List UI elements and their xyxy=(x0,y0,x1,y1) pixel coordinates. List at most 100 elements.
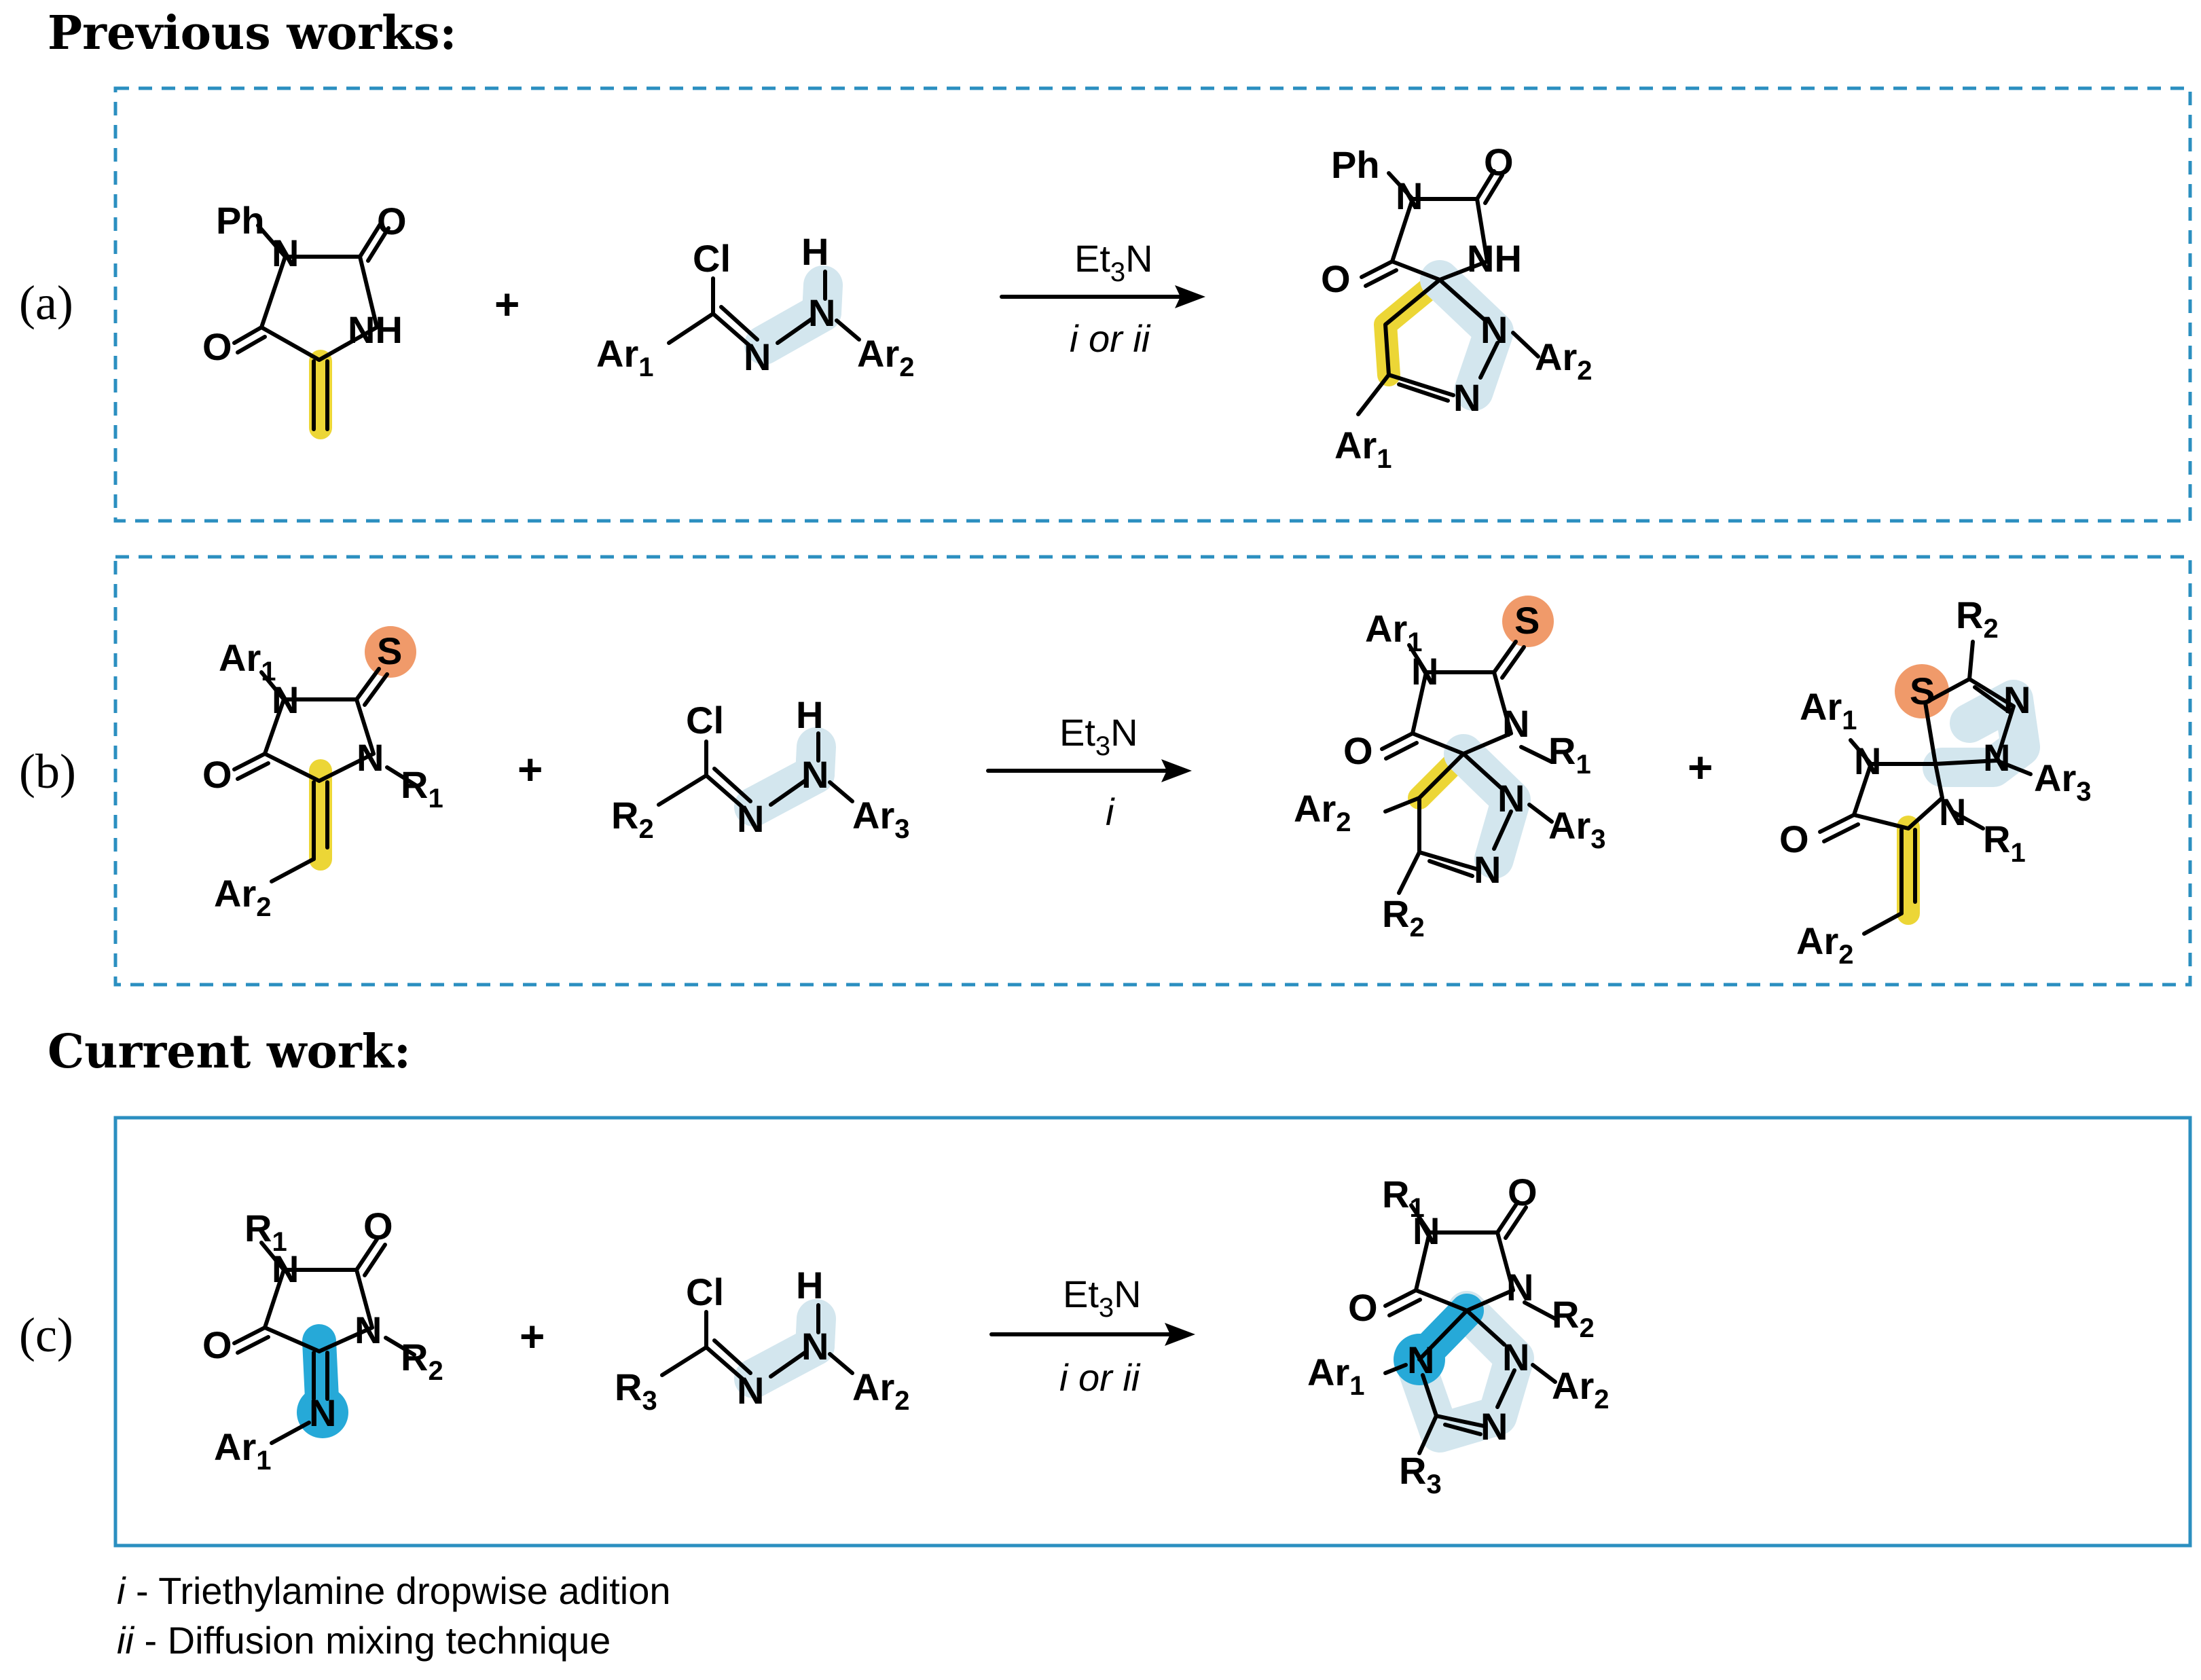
svg-text:O: O xyxy=(1508,1171,1538,1213)
svg-text:O: O xyxy=(377,200,407,242)
svg-text:Ar2: Ar2 xyxy=(1796,919,1853,970)
svg-text:N: N xyxy=(801,753,829,796)
svg-text:S: S xyxy=(377,629,402,672)
svg-text:Et3N: Et3N xyxy=(1063,1273,1142,1323)
panel-a-hydrazonoyl-chloride: Cl H Ar1 N N Ar2 xyxy=(596,230,914,382)
svg-text:N: N xyxy=(272,1247,299,1290)
svg-text:R1: R1 xyxy=(1548,729,1591,780)
svg-text:R1: R1 xyxy=(1382,1173,1425,1223)
svg-text:H: H xyxy=(796,693,823,736)
svg-text:S: S xyxy=(1910,670,1935,712)
svg-text:N: N xyxy=(272,678,299,721)
panel-c-label: (c) xyxy=(19,1308,73,1362)
svg-text:N: N xyxy=(1474,848,1501,891)
svg-text:S: S xyxy=(1514,599,1540,642)
svg-text:R1: R1 xyxy=(1983,818,2026,868)
svg-text:Ar1: Ar1 xyxy=(1800,685,1857,735)
svg-text:R3: R3 xyxy=(1399,1449,1442,1499)
svg-text:N: N xyxy=(744,335,771,378)
svg-text:O: O xyxy=(202,325,232,368)
panel-b-frame xyxy=(113,555,2192,987)
panel-b-hydrazonoyl-chloride: Cl H R2 N N Ar3 xyxy=(611,693,909,844)
svg-text:N: N xyxy=(1413,1209,1440,1252)
svg-text:NH: NH xyxy=(1467,237,1522,280)
svg-text:O: O xyxy=(1343,729,1373,772)
svg-text:N: N xyxy=(357,736,384,779)
svg-text:R1: R1 xyxy=(401,763,443,814)
svg-text:R2: R2 xyxy=(1382,892,1425,943)
svg-text:Ar1: Ar1 xyxy=(214,1425,271,1476)
panel-c-frame xyxy=(113,1116,2192,1548)
panel-b-label: (b) xyxy=(19,744,76,799)
svg-text:N: N xyxy=(1506,1266,1533,1309)
svg-text:O: O xyxy=(1484,141,1514,183)
svg-text:Et3N: Et3N xyxy=(1074,237,1153,287)
svg-text:N: N xyxy=(272,232,299,274)
svg-text:H: H xyxy=(801,230,829,273)
svg-text:N: N xyxy=(801,1325,829,1368)
panel-b-reaction-arrow: Et3N i xyxy=(986,711,1192,833)
svg-text:N: N xyxy=(1396,175,1423,217)
svg-text:N: N xyxy=(1502,1336,1529,1378)
svg-text:i or ii: i or ii xyxy=(1059,1356,1141,1399)
svg-text:N: N xyxy=(1411,650,1438,693)
svg-text:O: O xyxy=(363,1205,393,1247)
panel-a-label: (a) xyxy=(19,276,73,330)
panel-a-frame xyxy=(113,86,2192,523)
svg-text:O: O xyxy=(202,753,232,796)
panel-b-plus-2: + xyxy=(1688,743,1713,792)
svg-text:Ar3: Ar3 xyxy=(1548,804,1605,854)
svg-text:O: O xyxy=(1779,818,1809,860)
svg-text:N: N xyxy=(737,1369,764,1412)
svg-text:N: N xyxy=(1480,308,1508,351)
panel-a-reaction-arrow: Et3N i or ii xyxy=(1000,237,1205,360)
svg-text:Ph: Ph xyxy=(1331,143,1380,186)
svg-text:R2: R2 xyxy=(1552,1293,1595,1343)
footnote-ii: ii - Diffusion mixing technique xyxy=(117,1619,611,1662)
svg-text:Ar1: Ar1 xyxy=(1307,1351,1364,1401)
svg-text:NH: NH xyxy=(348,308,403,351)
heading-current-work: Current work: xyxy=(48,1025,411,1079)
svg-text:O: O xyxy=(202,1323,232,1366)
svg-text:Cl: Cl xyxy=(686,699,724,742)
footnote-i: i - Triethylamine dropwise adition xyxy=(117,1569,670,1612)
svg-text:N: N xyxy=(1407,1338,1434,1381)
svg-text:O: O xyxy=(1348,1286,1378,1329)
panel-c-hydrazonoyl-chloride: Cl H R3 N N Ar2 xyxy=(615,1264,909,1416)
panel-b-reactant-thiohydantoin: S Ar1 N O N R1 Ar2 xyxy=(202,626,443,922)
svg-text:Ar3: Ar3 xyxy=(2034,756,2091,807)
svg-text:N: N xyxy=(1480,1405,1508,1448)
panel-c-product-spiro-triazoline: R1 O N O N R2 N Ar1 N Ar2 N R3 xyxy=(1307,1171,1609,1499)
svg-text:Ar2: Ar2 xyxy=(857,332,914,382)
svg-text:N: N xyxy=(309,1391,336,1434)
svg-text:N: N xyxy=(2003,678,2031,721)
svg-text:Ar2: Ar2 xyxy=(1294,787,1351,837)
svg-text:Ar1: Ar1 xyxy=(1334,424,1391,474)
svg-text:N: N xyxy=(1983,736,2010,779)
svg-text:Et3N: Et3N xyxy=(1059,711,1138,761)
panel-a-plus-1: + xyxy=(494,280,520,329)
svg-text:Ar2: Ar2 xyxy=(214,872,271,922)
svg-text:i: i xyxy=(1106,790,1115,833)
svg-text:Ar1: Ar1 xyxy=(1365,607,1422,657)
svg-text:i or ii: i or ii xyxy=(1070,317,1151,360)
svg-text:R1: R1 xyxy=(244,1207,287,1257)
panel-c-reaction-arrow: Et3N i or ii xyxy=(989,1273,1195,1399)
panel-c-plus-1: + xyxy=(520,1312,545,1361)
svg-text:N: N xyxy=(1854,739,1881,782)
svg-text:Ar2: Ar2 xyxy=(1535,335,1592,386)
svg-text:Cl: Cl xyxy=(693,237,731,280)
svg-text:H: H xyxy=(796,1264,823,1307)
panel-b-plus-1: + xyxy=(517,745,543,794)
panel-b-product-spiro-thiadiazole: R2 S N N Ar3 Ar1 N O N R1 Ar2 xyxy=(1779,594,2091,970)
svg-text:R2: R2 xyxy=(611,794,654,844)
svg-text:Ph: Ph xyxy=(216,199,265,242)
svg-text:N: N xyxy=(1939,790,1966,833)
svg-text:Ar2: Ar2 xyxy=(1552,1364,1609,1414)
svg-text:R2: R2 xyxy=(401,1336,443,1386)
svg-text:N: N xyxy=(1497,777,1525,820)
svg-text:N: N xyxy=(1502,702,1529,745)
svg-text:R2: R2 xyxy=(1956,594,1999,644)
svg-text:N: N xyxy=(354,1309,382,1351)
